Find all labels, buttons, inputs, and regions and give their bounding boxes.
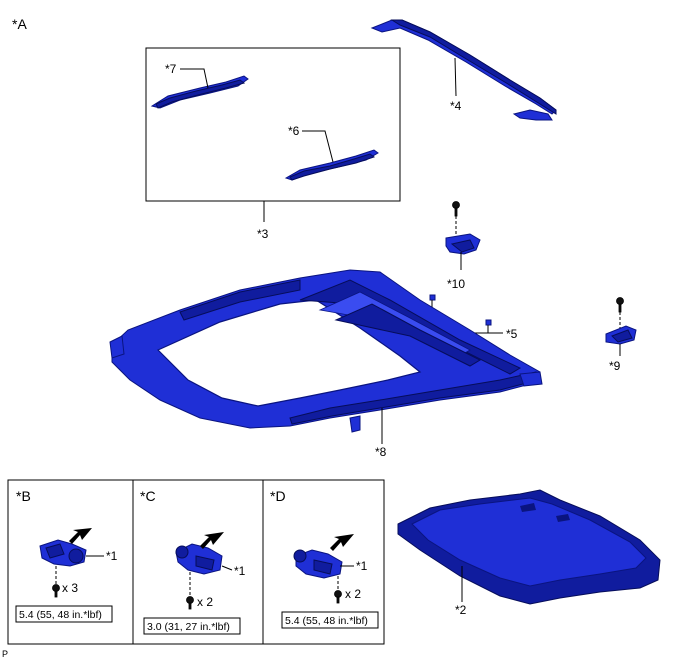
view-label-b: *B <box>16 488 31 504</box>
callout-1-c: *1 <box>234 564 246 578</box>
callout-1-d: *1 <box>356 559 368 573</box>
glass-panel-part-2 <box>397 489 661 605</box>
callout-1-b: *1 <box>106 549 118 563</box>
callout-3: *3 <box>257 227 269 241</box>
rail-part-4 <box>370 19 557 121</box>
bolt-icon <box>452 201 460 209</box>
callout-2: *2 <box>455 603 467 617</box>
callout-9: *9 <box>609 359 621 373</box>
detail-panel-frame <box>7 479 385 645</box>
frame-part-8 <box>109 269 543 433</box>
arrow-icon <box>200 532 224 549</box>
leader-7 <box>180 68 209 89</box>
group-box-3 <box>145 47 401 202</box>
qty-c: x 2 <box>197 595 213 609</box>
arrow-icon <box>330 534 354 551</box>
figure-code: P <box>2 649 8 658</box>
view-label-d: *D <box>270 488 286 504</box>
leader-1-c <box>221 565 233 571</box>
bolt-icon <box>52 584 60 592</box>
torque-c: 3.0 (31, 27 in.*lbf) <box>147 621 230 633</box>
leader-6 <box>302 130 334 163</box>
torque-box-b <box>15 605 113 623</box>
view-label-c: *C <box>140 488 156 504</box>
bracket-part-10 <box>445 201 481 255</box>
motor-part-1-b <box>39 539 87 567</box>
view-label-a: *A <box>12 16 27 32</box>
bracket-part-7 <box>150 75 249 109</box>
torque-box-c <box>143 617 241 635</box>
bolt-icon <box>186 596 194 604</box>
bracket-part-6 <box>284 149 379 181</box>
arrow-icon <box>69 528 92 544</box>
bolt-icon <box>334 590 342 598</box>
callout-4: *4 <box>450 99 462 113</box>
torque-b: 5.4 (55, 48 in.*lbf) <box>19 609 102 621</box>
torque-d: 5.4 (55, 48 in.*lbf) <box>285 615 368 627</box>
callout-10: *10 <box>447 277 465 291</box>
leader-4 <box>454 57 457 97</box>
callout-8: *8 <box>375 445 387 459</box>
callout-6: *6 <box>288 124 300 138</box>
motor-part-1-c <box>175 543 223 575</box>
torque-box-d <box>281 611 379 629</box>
qty-d: x 2 <box>345 587 361 601</box>
callout-5: *5 <box>506 327 518 341</box>
bracket-part-9 <box>605 297 637 345</box>
bolt-icon <box>616 297 624 305</box>
callout-7: *7 <box>165 62 177 76</box>
motor-part-1-d <box>293 549 343 579</box>
qty-b: x 3 <box>62 581 78 595</box>
